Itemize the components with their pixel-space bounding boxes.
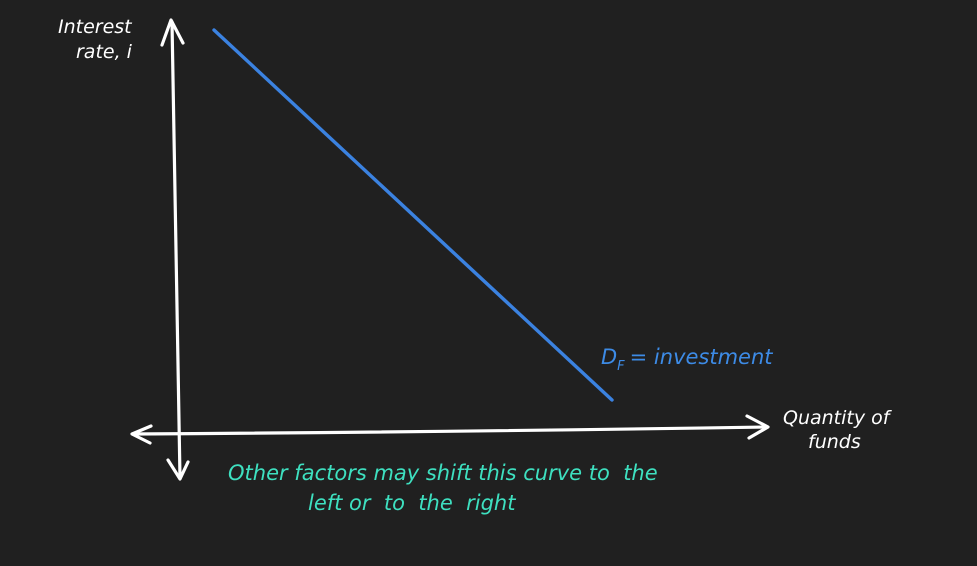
- x-axis-arrow-left: [130, 424, 153, 445]
- y-axis-line: [170, 20, 182, 480]
- series-layer: [212, 28, 614, 402]
- series-line-demand-for-funds: [212, 28, 614, 402]
- y-axis-arrow-bottom: [166, 458, 190, 481]
- y-axis: [160, 18, 190, 481]
- series-label: DF = investment: [601, 345, 773, 374]
- annotation-line-2: left or to the right: [308, 491, 516, 515]
- y-axis-arrow-top: [160, 18, 185, 47]
- annotation-line-1: Other factors may shift this curve to th…: [228, 461, 658, 485]
- x-axis-label-line-2: funds: [808, 431, 861, 453]
- x-axis: [130, 414, 770, 445]
- x-axis-arrow-right: [745, 414, 770, 440]
- series-label-subscript: F: [617, 359, 625, 374]
- x-axis-line: [131, 425, 768, 436]
- series-label-name: D: [601, 345, 617, 369]
- y-axis-label-line-2: rate, i: [76, 41, 133, 63]
- x-axis-label-line-1: Quantity of: [783, 407, 893, 429]
- series-label-suffix: = investment: [630, 345, 774, 369]
- y-axis-label-line-1: Interest: [58, 16, 133, 38]
